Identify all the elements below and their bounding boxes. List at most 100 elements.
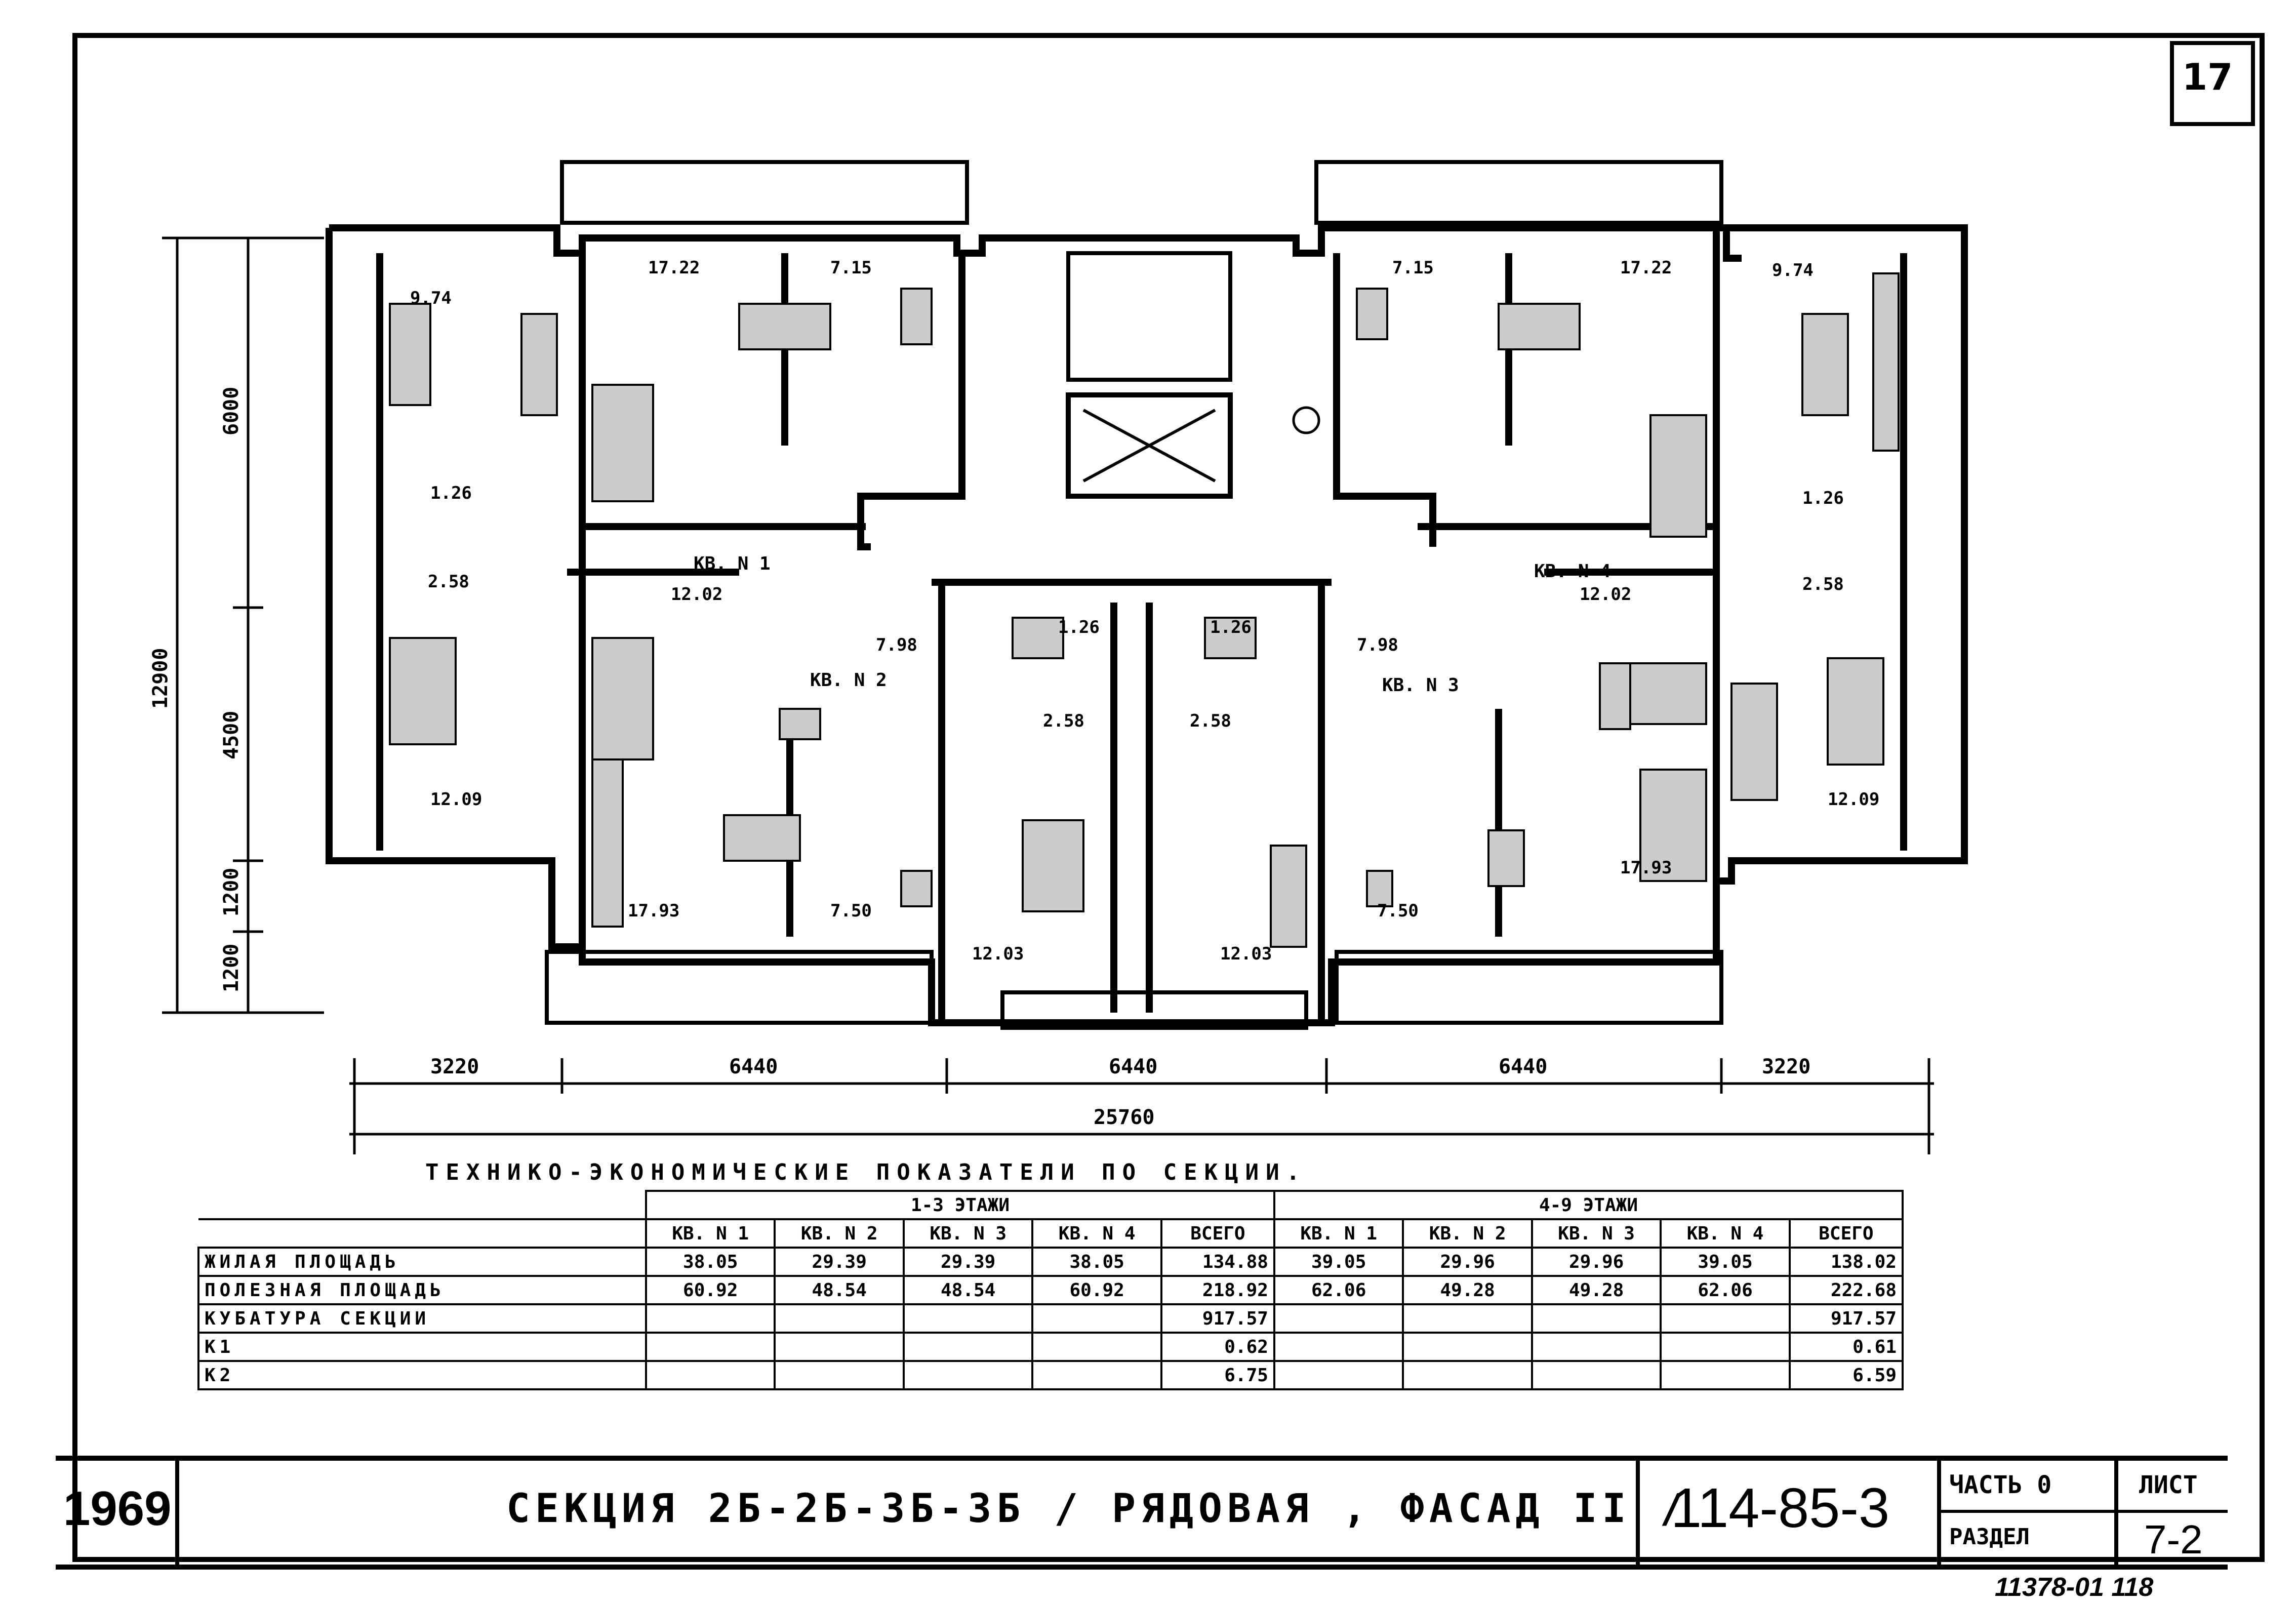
sheet-number: 17 bbox=[2182, 56, 2233, 98]
room-area: 12.09 bbox=[1828, 789, 1879, 810]
col-header: КВ. N 3 bbox=[902, 1218, 1034, 1249]
cell: 29.39 bbox=[774, 1247, 905, 1277]
col-header: КВ. N 4 bbox=[1031, 1218, 1162, 1249]
col-header: КВ. N 1 bbox=[645, 1218, 776, 1249]
cell bbox=[774, 1360, 905, 1390]
apartment-label: КВ. N 2 bbox=[810, 670, 887, 691]
year: 1969 bbox=[63, 1481, 172, 1536]
col-header: КВ. N 1 bbox=[1273, 1218, 1404, 1249]
room-area: 2.58 bbox=[1802, 574, 1844, 594]
cell: 29.96 bbox=[1402, 1247, 1533, 1277]
col-header: КВ. N 3 bbox=[1530, 1218, 1662, 1249]
cell: 218.92 bbox=[1160, 1275, 1275, 1305]
furniture bbox=[389, 272, 1900, 948]
dimension: 3220 bbox=[1762, 1055, 1810, 1078]
room-area: 17.22 bbox=[1620, 258, 1672, 278]
dimension-total: 25760 bbox=[1094, 1106, 1154, 1129]
room-area: 1.26 bbox=[430, 483, 472, 503]
cell: 917.57 bbox=[1160, 1303, 1275, 1334]
cell bbox=[1402, 1360, 1533, 1390]
room-area: 1.26 bbox=[1802, 488, 1844, 508]
cell: 0.62 bbox=[1160, 1332, 1275, 1362]
room-area: 7.98 bbox=[1357, 635, 1398, 655]
dimension: 1200 bbox=[220, 944, 243, 992]
archive-number: 11378-01 118 bbox=[1995, 1573, 2154, 1602]
room-area: 2.58 bbox=[428, 572, 469, 592]
room-area: 7.50 bbox=[830, 901, 872, 921]
cell bbox=[1660, 1332, 1791, 1362]
sheet-value: 7-2 bbox=[2144, 1517, 2203, 1562]
elevator-shaft bbox=[1066, 392, 1233, 499]
cell: 49.28 bbox=[1530, 1275, 1662, 1305]
table-row: КУБАТУРА СЕКЦИИ 917.57 917.57 bbox=[197, 1303, 1904, 1334]
table-row: К2 6.75 6.59 bbox=[197, 1360, 1904, 1390]
building-walls bbox=[326, 224, 1968, 1026]
cell bbox=[1273, 1332, 1404, 1362]
room-area: 1.26 bbox=[1210, 617, 1252, 637]
room-area: 7.98 bbox=[876, 635, 917, 655]
cell: 60.92 bbox=[645, 1275, 776, 1305]
room-area: 7.15 bbox=[1392, 258, 1434, 278]
room-area: 9.74 bbox=[1772, 260, 1814, 280]
part-label: ЧАСТЬ 0 bbox=[1949, 1471, 2052, 1499]
table-row: К1 0.62 0.61 bbox=[197, 1332, 1904, 1362]
cell: 39.05 bbox=[1660, 1247, 1791, 1277]
room-area: 17.22 bbox=[648, 258, 700, 278]
dimension: 6000 bbox=[220, 387, 243, 435]
cell: 134.88 bbox=[1160, 1247, 1275, 1277]
dimension: 3220 bbox=[430, 1055, 479, 1078]
sheet-number-box bbox=[2170, 41, 2255, 126]
room-area: 12.03 bbox=[972, 944, 1024, 964]
cell bbox=[645, 1360, 776, 1390]
stair bbox=[1066, 251, 1232, 382]
cell bbox=[902, 1360, 1034, 1390]
room-area: 7.15 bbox=[830, 258, 872, 278]
room-area: 2.58 bbox=[1043, 711, 1084, 731]
dimension: 6440 bbox=[729, 1055, 778, 1078]
cell bbox=[1031, 1303, 1162, 1334]
room-labels: 9.74 17.22 7.15 1.26 2.58 12.09 12.02 17… bbox=[410, 258, 1879, 964]
cell: 6.59 bbox=[1788, 1360, 1904, 1390]
table-group-header: 1-3 ЭТАЖИ 4-9 ЭТАЖИ bbox=[198, 1190, 1904, 1220]
cell: 62.06 bbox=[1273, 1275, 1404, 1305]
dimension-labels: 3220 6440 6440 6440 3220 25760 6000 4500… bbox=[149, 387, 1810, 1129]
dimension: 6440 bbox=[1109, 1055, 1157, 1078]
cell: 222.68 bbox=[1788, 1275, 1904, 1305]
apartment-labels: КВ. N 1 КВ. N 2 КВ. N 3 КВ. N 4 bbox=[694, 553, 1611, 696]
apartment-label: КВ. N 3 bbox=[1382, 675, 1459, 696]
room-area: 12.02 bbox=[1580, 584, 1631, 605]
col-header: КВ. N 2 bbox=[1402, 1218, 1533, 1249]
cell bbox=[1031, 1332, 1162, 1362]
room-area: 17.93 bbox=[628, 901, 679, 921]
group-4-9: 4-9 ЭТАЖИ bbox=[1273, 1190, 1904, 1220]
indicators-table: 1-3 ЭТАЖИ 4-9 ЭТАЖИ КВ. N 1 КВ. N 2 КВ. … bbox=[197, 1190, 1904, 1390]
room-area: 2.58 bbox=[1190, 711, 1231, 731]
table-col-header: КВ. N 1 КВ. N 2 КВ. N 3 КВ. N 4 ВСЕГО КВ… bbox=[198, 1218, 1904, 1249]
col-header: ВСЕГО bbox=[1788, 1218, 1904, 1249]
cell: 48.54 bbox=[902, 1275, 1034, 1305]
cell: 917.57 bbox=[1788, 1303, 1904, 1334]
cell bbox=[1530, 1332, 1662, 1362]
room-area: 9.74 bbox=[410, 288, 452, 308]
col-header: КВ. N 4 bbox=[1660, 1218, 1791, 1249]
cell bbox=[645, 1332, 776, 1362]
apartment-label: КВ. N 4 bbox=[1534, 561, 1611, 582]
apartment-label: КВ. N 1 bbox=[694, 553, 771, 574]
room-area: 12.02 bbox=[671, 584, 722, 605]
sheet-label: ЛИСТ bbox=[2139, 1471, 2198, 1499]
dimension: 1200 bbox=[220, 868, 243, 916]
cell bbox=[1402, 1332, 1533, 1362]
room-area: 12.09 bbox=[430, 789, 482, 810]
table-row: ЖИЛАЯ ПЛОЩАДЬ 38.05 29.39 29.39 38.05 13… bbox=[197, 1247, 1904, 1277]
cell bbox=[902, 1303, 1034, 1334]
row-label: ЖИЛАЯ ПЛОЩАДЬ bbox=[197, 1247, 647, 1277]
row-label: К2 bbox=[197, 1360, 647, 1390]
col-header: КВ. N 2 bbox=[774, 1218, 905, 1249]
section-label: РАЗДЕЛ bbox=[1949, 1524, 2030, 1550]
room-area: 7.50 bbox=[1377, 901, 1419, 921]
cell: 138.02 bbox=[1788, 1247, 1904, 1277]
table-row: ПОЛЕЗНАЯ ПЛОЩАДЬ 60.92 48.54 48.54 60.92… bbox=[197, 1275, 1904, 1305]
cell bbox=[774, 1332, 905, 1362]
dimension: 4500 bbox=[220, 711, 243, 759]
